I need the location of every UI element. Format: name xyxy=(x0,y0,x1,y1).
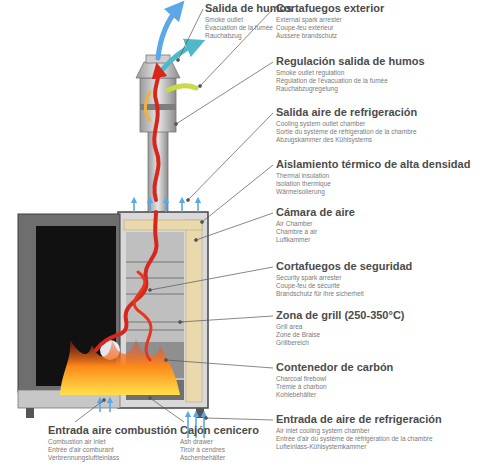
callout-heading: Cámara de aire xyxy=(276,206,355,219)
callout-translation: Thermal insulation xyxy=(276,172,329,180)
callout-translation: Entrée d'air du système de réfrigération… xyxy=(276,435,433,443)
cooling-arrows xyxy=(100,200,204,438)
callout-heading: Regulación salida de humos xyxy=(276,55,425,68)
callout-translation: Kohlebehälter xyxy=(276,391,316,399)
callout-translation: Évacuation de la fumée xyxy=(205,24,273,32)
callout-translation: Grill area xyxy=(276,323,302,331)
callout-translation: Abzugskammer des Kühlsystems xyxy=(276,136,372,144)
callout-translation: Zone de Braise xyxy=(276,331,320,339)
callout-translation: Verbrennungsluftteinlass xyxy=(48,454,119,462)
callout-translation: Entrée d'air comburant xyxy=(48,446,114,454)
callout-translation: Security spark arrester xyxy=(276,274,341,282)
callout-translation: Wärmeisolierung xyxy=(276,188,325,196)
callout-heading: Contenedor de carbón xyxy=(276,361,393,374)
callout-translation: Äussere brandschutz xyxy=(276,32,337,40)
callout-translation: Air Chamber xyxy=(276,220,312,228)
callout-heading: Cortafuegos exterior xyxy=(276,2,384,15)
smoke-arrows xyxy=(145,8,196,200)
callout-translation: Régulation de l'évacuation de la fumée xyxy=(276,77,388,85)
callout-translation: Trémie à charbon xyxy=(276,383,327,391)
leader-lines xyxy=(75,9,273,422)
callout-translation: Smoke outlet xyxy=(205,16,243,24)
callout-heading: Cortafuegos de seguridad xyxy=(276,260,412,273)
callout-heading: Salida aire de refrigeración xyxy=(276,106,417,119)
callout-translation: Charcoal firebowl xyxy=(276,375,326,383)
callout-translation: Sortie du système de réfrigération de la… xyxy=(276,128,417,136)
callout-translation: Coupe-feu de sécurité xyxy=(276,282,340,290)
callout-heading: Cajón cenicero xyxy=(180,424,259,437)
chimney xyxy=(136,55,180,212)
callout-heading: Aislamiento térmico de alta densidad xyxy=(276,158,470,171)
callout-translation: Combustion air inlet xyxy=(48,438,105,446)
callout-translation: Smoke outlet regulation xyxy=(276,69,344,77)
callout-translation: Lufteinlass-Kühlsystemkammer xyxy=(276,443,366,451)
oven-door xyxy=(18,214,204,418)
callout-translation: Coupe-feu extérieur xyxy=(276,24,333,32)
callout-heading: Entrada de aire de refrigeración xyxy=(276,413,442,426)
callout-translation: Grillbereich xyxy=(276,339,309,347)
callout-heading: Entrada aire combustión xyxy=(48,424,177,437)
callout-translation: Isolation thermique xyxy=(276,180,331,188)
callout-translation: Ash drawer xyxy=(180,438,213,446)
callout-translation: Brandschutz für ihre sicherheit xyxy=(276,290,364,298)
callout-translation: Chambre à air xyxy=(276,228,317,236)
callout-translation: Rauchabzug xyxy=(205,32,242,40)
callout-translation: Aschenbehälter xyxy=(180,454,225,462)
callout-heading: Zona de grill (250-350°C) xyxy=(276,309,405,322)
callout-translation: External spark arrester xyxy=(276,16,342,24)
fire xyxy=(60,212,180,395)
callout-translation: Tiroir à cendres xyxy=(180,446,225,454)
callout-translation: Luftkammer xyxy=(276,236,310,244)
callout-translation: Air inlet cooling system chamber xyxy=(276,427,370,435)
callout-translation: Rauchabzugregelung xyxy=(276,85,338,93)
callout-translation: Cooling system outlet chamber xyxy=(276,120,365,128)
